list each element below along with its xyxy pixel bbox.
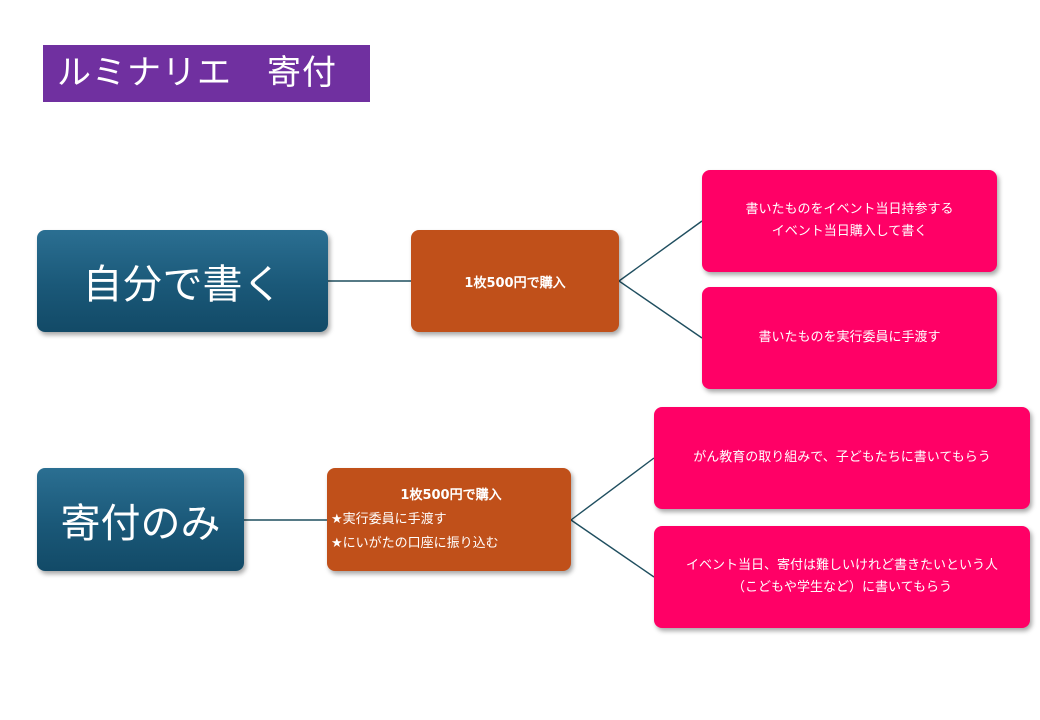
connector-purchase1-outcome2 — [618, 280, 703, 339]
main-node-write-yourself: 自分で書く — [37, 230, 328, 332]
main-node-donation-only: 寄付のみ — [37, 468, 244, 571]
outcome-node-bring-on-event-day: 書いたものをイベント当日持参する イベント当日購入して書く — [702, 170, 997, 272]
outcome-node-cancer-education: がん教育の取り組みで、子どもたちに書いてもらう — [654, 407, 1030, 509]
connector-purchase1-outcome1 — [618, 220, 703, 282]
outcome-line: イベント当日、寄付は難しいけれど書きたいという人 — [685, 558, 998, 573]
purchase-option: ★にいがたの口座に振り込む — [331, 535, 499, 551]
main-node-label: 寄付のみ — [60, 500, 221, 547]
outcome-node-hand-to-committee: 書いたものを実行委員に手渡す — [702, 287, 997, 389]
purchase-node-1: 1枚500円で購入 — [411, 230, 619, 332]
purchase-node-label: 1枚500円で購入 — [400, 487, 502, 503]
outcome-line: 書いたものをイベント当日持参する — [745, 202, 954, 217]
purchase-node-2: 1枚500円で購入 ★実行委員に手渡す ★にいがたの口座に振り込む — [327, 468, 571, 571]
outcome-line: 書いたものを実行委員に手渡す — [758, 330, 941, 345]
purchase-node-label: 1枚500円で購入 — [464, 275, 566, 291]
purchase-option: ★実行委員に手渡す — [331, 511, 447, 527]
outcome-line: イベント当日購入して書く — [771, 224, 928, 239]
main-node-label: 自分で書く — [82, 262, 283, 308]
outcome-line: がん教育の取り組みで、子どもたちに書いてもらう — [693, 450, 991, 465]
outcome-line: （こどもや学生など）に書いてもらう — [732, 580, 952, 595]
connector-purchase2-outcome3 — [570, 457, 655, 521]
outcome-node-event-day-writers: イベント当日、寄付は難しいけれど書きたいという人 （こどもや学生など）に書いても… — [654, 526, 1030, 628]
page-title: ルミナリエ 寄付 — [43, 45, 370, 102]
connector-purchase2-outcome4 — [570, 519, 655, 578]
